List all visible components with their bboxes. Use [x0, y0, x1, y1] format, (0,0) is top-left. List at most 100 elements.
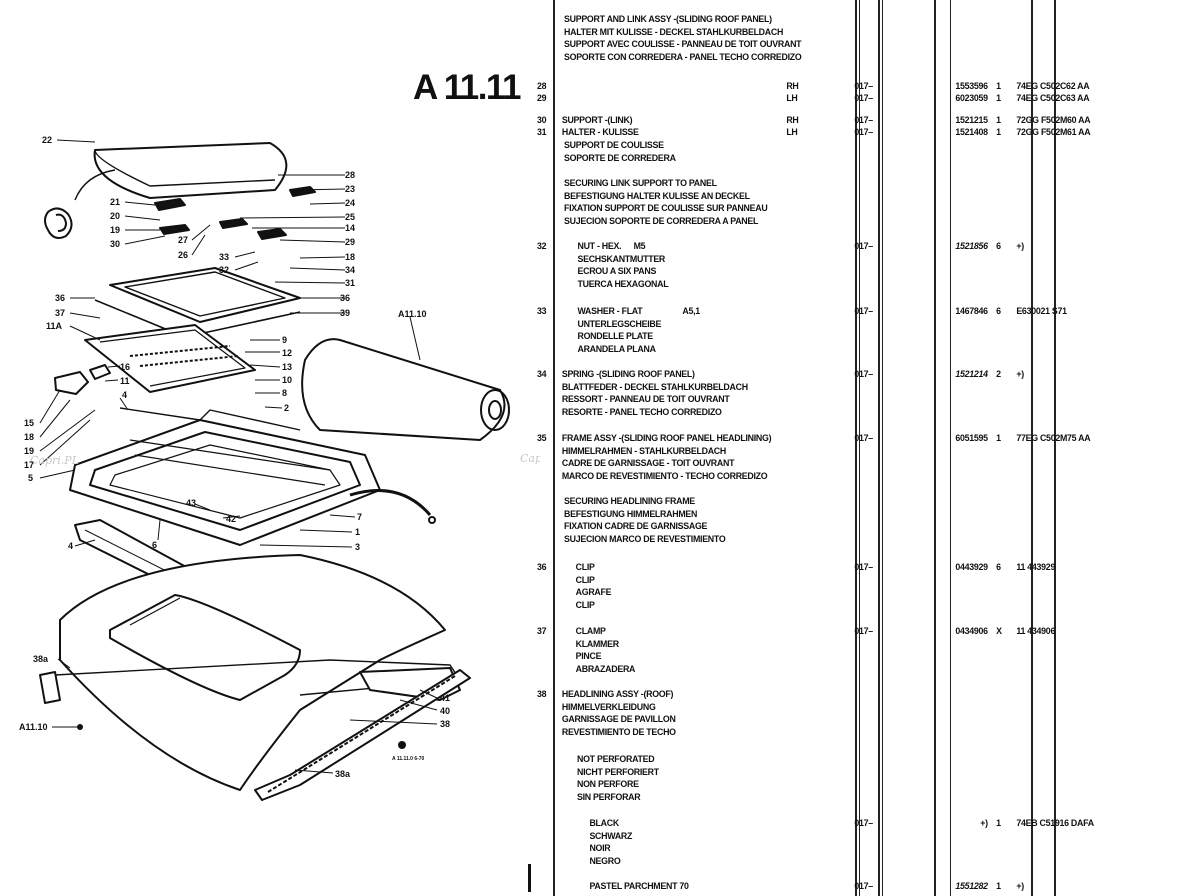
rule-qty: [1031, 0, 1033, 896]
watermark-text: Capri.PL: [520, 452, 540, 465]
desc-line-en: SPRING -(SLIDING ROOF PANEL): [561, 369, 695, 380]
callout-26: 26: [178, 250, 188, 260]
model-code: 017–: [854, 306, 873, 317]
np-line-en: NOT PERFORATED: [577, 754, 655, 765]
side-qualifier: RH: [786, 81, 799, 92]
desc-line-fr: ECROU A SIX PANS: [577, 266, 657, 278]
callout-24: 24: [345, 198, 355, 208]
desc-line-de: SECHSKANTMUTTER: [577, 253, 666, 265]
watermark-text: Capri.PL: [30, 454, 79, 467]
quantity: 1: [996, 115, 1001, 126]
part-number: 1521214: [955, 369, 988, 380]
callout-15: 15: [24, 418, 34, 428]
size-qualifier: A5,1: [682, 306, 700, 317]
desc-line-es: ARANDELA PLANA: [577, 343, 656, 355]
model-code: 017–: [854, 241, 873, 252]
finis-code: 11 443929: [1016, 562, 1056, 573]
ref-dot: [77, 724, 83, 730]
callout-39: 39: [340, 308, 350, 318]
header-line-fr: SUPPORT AVEC COULISSE - PANNEAU DE TOIT …: [564, 39, 802, 51]
callout-6: 6: [152, 540, 157, 550]
callout-38a: 38a: [33, 654, 49, 664]
callout-21: 21: [110, 197, 120, 207]
part-number: 1521215: [955, 115, 988, 126]
ref-a11-10: A11.10: [398, 309, 427, 319]
finis-code: +): [1016, 369, 1024, 380]
exploded-diagram: Capri.PL Capri.PL Capri.PL Capri.PL Capr…: [19, 135, 540, 801]
watermarks: Capri.PL Capri.PL Capri.PL Capri.PL Capr…: [30, 452, 540, 467]
callout-43: 43: [186, 498, 196, 508]
desc-line-es: RESORTE - PANEL TECHO CORREDIZO: [561, 406, 722, 418]
callout-1: 1: [355, 527, 360, 537]
item-number: 33: [537, 306, 547, 317]
description: WASHER - FLAT UNTERLEGSCHEIBE RONDELLE P…: [577, 306, 661, 356]
description: CLAMP KLAMMER PINCE ABRAZADERA: [576, 626, 636, 676]
finis-code: 74EG C502C63 AA: [1016, 93, 1090, 104]
rule-numbers: [553, 0, 555, 896]
quantity: X: [996, 626, 1002, 637]
desc-line-es: MARCO DE REVESTIMIENTO - TECHO CORREDIZO: [561, 470, 768, 482]
side-qualifier: LH: [786, 93, 798, 104]
part-number: 1553596: [955, 81, 988, 92]
clip-part: [44, 207, 73, 239]
headlining-roll: [301, 338, 506, 441]
quantity: 1: [996, 818, 1001, 829]
part-number: 0443929: [955, 562, 988, 573]
callout-14: 14: [345, 223, 355, 233]
desc-line-de: CLIP: [575, 574, 595, 586]
finis-code: E630021 S71: [1016, 306, 1067, 317]
callout-4a: 4: [122, 390, 127, 400]
securing-hl-line-de: BEFESTIGUNG HIMMELRAHMEN: [564, 508, 698, 520]
model-code: 017–: [854, 562, 873, 573]
quantity: 1: [996, 881, 1001, 892]
description: PASTEL PARCHMENT 70: [589, 881, 689, 892]
callout-4b: 4: [68, 541, 73, 551]
callout-13: 13: [282, 362, 292, 372]
item-number: 30: [537, 115, 547, 126]
callout-42: 42: [226, 514, 236, 524]
callout-28: 28: [345, 170, 355, 180]
guide-rail: [84, 324, 256, 393]
bottom-reference: A 11.11.0 6-70: [392, 756, 425, 762]
callout-31: 31: [345, 278, 355, 288]
link-support-right: [257, 228, 287, 240]
callout-7: 7: [357, 512, 362, 522]
model-code: 017–: [854, 433, 873, 444]
model-code: 017–: [854, 127, 873, 138]
rule-qualifier: [855, 0, 857, 896]
quantity: 1: [996, 81, 1001, 92]
quantity: 1: [996, 93, 1001, 104]
ref-a11-10-bottom: A11.10: [19, 722, 48, 732]
desc-line-fr: RESSORT - PANNEAU DE TOIT OUVRANT: [561, 394, 730, 406]
not-perforated-block: NOT PERFORATED NICHT PERFORIERT NON PERF…: [577, 754, 659, 804]
np-line-fr: NON PERFORE: [577, 779, 639, 791]
item-number: 32: [537, 241, 547, 252]
item-number: 37: [537, 626, 547, 637]
rule-fin: [1054, 0, 1056, 896]
callout-38a-bottom: 38a: [335, 769, 351, 779]
desc-line-es: TUERCA HEXAGONAL: [577, 278, 669, 290]
quantity: 6: [996, 562, 1001, 573]
desc-line-fr: RONDELLE PLATE: [577, 331, 653, 343]
securing-hl-line-es: SUJECION MARCO DE REVESTIMIENTO: [564, 533, 726, 545]
desc-line-fr: GARNISSAGE DE PAVILLON: [561, 714, 676, 726]
securing-line-fr: FIXATION SUPPORT DE COULISSE SUR PANNEAU: [564, 203, 768, 215]
callout-29: 29: [345, 237, 355, 247]
rule-qualifier-b: [859, 0, 860, 896]
model-code: 017–: [854, 626, 873, 637]
color-line-es: NEGRO: [589, 855, 621, 867]
np-line-es: SIN PERFORAR: [577, 791, 641, 803]
rule-model: [878, 0, 880, 896]
header-line-en: SUPPORT AND LINK ASSY -(SLIDING ROOF PAN…: [564, 14, 772, 25]
desc-line-fr: CADRE DE GARNISSAGE - TOIT OUVRANT: [561, 458, 735, 470]
support-line-es: SOPORTE DE CORREDERA: [564, 152, 676, 164]
callout-30: 30: [110, 239, 120, 249]
callout-16: 16: [120, 362, 130, 372]
part-number: 1521856: [955, 241, 988, 252]
item-number: 38: [537, 689, 547, 700]
quantity: 1: [996, 433, 1001, 444]
desc-line-de: HIMMELVERKLEIDUNG: [561, 701, 656, 713]
item-number: 31: [537, 127, 547, 138]
callout-3: 3: [355, 542, 360, 552]
